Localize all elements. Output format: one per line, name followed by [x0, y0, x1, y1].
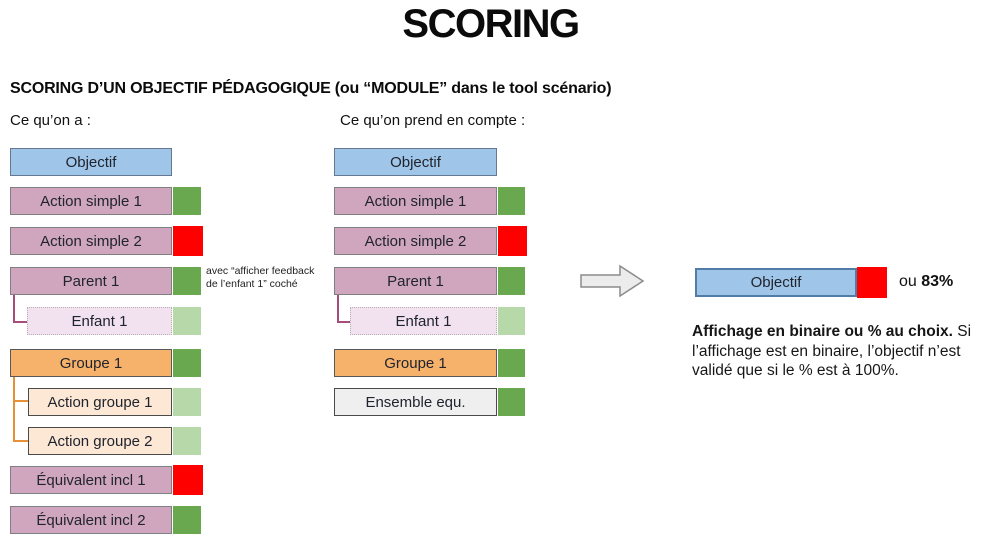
have-parent-1-box: Parent 1 — [10, 267, 172, 295]
result-note-bold: Affichage en binaire ou % au choix. — [692, 323, 953, 340]
result-note: Affichage en binaire ou % au choix. Si l… — [692, 322, 981, 381]
result-note-rest: Si l’affichage est en binaire, l’objecti… — [692, 323, 972, 379]
have-equivalent-incl-2-box: Équivalent incl 2 — [10, 506, 172, 534]
arrow-right-icon — [580, 264, 645, 298]
have-group-connector-stub-1 — [13, 400, 28, 402]
considered-groupe-1-box: Groupe 1 — [334, 349, 497, 377]
have-groupe-1-status — [173, 349, 201, 377]
considered-enfant-1-box: Enfant 1 — [350, 307, 497, 335]
parent-feedback-annotation: avec “afficher feedback de l’enfant 1” c… — [206, 265, 315, 290]
have-equivalent-incl-1-status — [173, 465, 203, 495]
considered-enfant-1-status — [498, 307, 525, 335]
column-heading-considered: Ce qu’on prend en compte : — [340, 112, 526, 129]
have-action-simple-2-status — [173, 226, 203, 256]
considered-objectif-box: Objectif — [334, 148, 497, 176]
page-title: SCORING — [402, 2, 580, 46]
result-percent-text: ou 83% — [899, 273, 953, 291]
considered-groupe-1-status — [498, 349, 525, 377]
have-action-groupe-1-box: Action groupe 1 — [28, 388, 172, 416]
have-group-connector-stub-2 — [13, 440, 28, 442]
have-parent-child-connector — [13, 295, 29, 323]
considered-parent-child-connector — [337, 295, 352, 323]
considered-action-simple-1-box: Action simple 1 — [334, 187, 497, 215]
have-groupe-1-box: Groupe 1 — [10, 349, 172, 377]
considered-parent-1-status — [498, 267, 525, 295]
have-action-groupe-2-status — [173, 427, 201, 455]
have-action-simple-1-box: Action simple 1 — [10, 187, 172, 215]
subtitle: SCORING D’UN OBJECTIF PÉDAGOGIQUE (ou “M… — [10, 80, 612, 97]
have-action-groupe-2-box: Action groupe 2 — [28, 427, 172, 455]
considered-action-simple-1-status — [498, 187, 525, 215]
considered-action-simple-2-box: Action simple 2 — [334, 227, 497, 255]
considered-parent-1-box: Parent 1 — [334, 267, 497, 295]
have-equivalent-incl-2-status — [173, 506, 201, 534]
have-action-simple-1-status — [173, 187, 201, 215]
result-or-label: ou — [899, 273, 917, 290]
have-action-simple-2-box: Action simple 2 — [10, 227, 172, 255]
have-action-groupe-1-status — [173, 388, 201, 416]
have-objectif-box: Objectif — [10, 148, 172, 176]
result-objectif-box: Objectif — [695, 268, 857, 297]
have-equivalent-incl-1-box: Équivalent incl 1 — [10, 466, 172, 494]
have-parent-1-status — [173, 267, 201, 295]
have-group-connector-vertical — [13, 377, 15, 442]
result-status-red — [857, 267, 887, 298]
have-enfant-1-status — [173, 307, 201, 335]
column-heading-have: Ce qu’on a : — [10, 112, 91, 129]
considered-ensemble-equ-status — [498, 388, 525, 416]
considered-action-simple-2-status — [498, 226, 527, 256]
considered-ensemble-equ-box: Ensemble equ. — [334, 388, 497, 416]
have-enfant-1-box: Enfant 1 — [27, 307, 172, 335]
result-percent-value: 83% — [921, 273, 954, 290]
